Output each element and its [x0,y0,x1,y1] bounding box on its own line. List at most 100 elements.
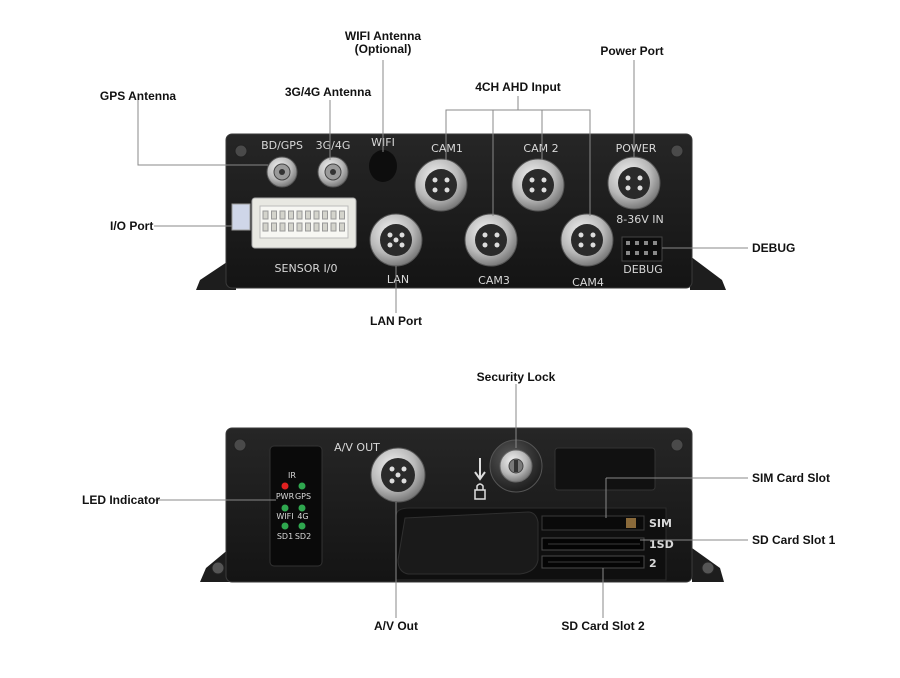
label-cam1: CAM1 [431,142,463,155]
label-4g: 4G [297,512,308,521]
io-pin [296,210,303,220]
callout-power-port: Power Port [600,44,663,58]
label-pwr: PWR [276,492,295,501]
io-pin [330,210,337,220]
led-wifi [281,504,289,512]
led-sd2 [298,522,306,530]
front-right-flange [690,256,726,290]
callout-ahd-input: 4CH AHD Input [475,80,561,94]
front-screw-tl [234,144,248,158]
label-sd2: SD2 [295,532,311,541]
io-pin [271,222,277,232]
label-gps: GPS [295,492,311,501]
debug-pin [635,241,639,245]
sim-cover [554,447,656,491]
front-panel: BD/GPS 3G/4G WIFI CAM1 CAM 2 POWER 8-36V… [100,29,795,328]
io-port-connector [231,197,357,249]
io-pin [322,210,328,220]
leader-gps-antenna [137,100,268,166]
label-sd1: SD1 [277,532,293,541]
av-out-connector [370,447,426,503]
io-pin [288,222,294,232]
sim-card-slot [541,515,645,531]
label-av-out: A/V OUT [334,441,380,454]
cam2-connector [511,158,565,212]
io-pin [279,210,286,220]
io-pin [279,222,286,232]
bd-gps-connector [266,156,298,188]
io-pin [262,222,269,232]
cam4-connector [560,213,614,267]
leader-ahd-bracket [445,109,591,124]
label-3g4g: 3G/4G [316,139,351,152]
callout-wifi-optional: (Optional) [355,42,412,56]
label-slot-2: 2 [649,557,657,570]
debug-pin [653,251,657,255]
callout-sd-card-slot-2: SD Card Slot 2 [561,619,645,633]
callout-debug: DEBUG [752,241,795,255]
io-pin [288,210,294,220]
callout-3g4g-antenna: 3G/4G Antenna [285,85,372,99]
front-screw-tr [670,144,684,158]
label-cam3: CAM3 [478,274,510,287]
io-pin [305,222,311,232]
led-4g [298,504,306,512]
back-screw-tl [233,438,247,452]
callout-sd-card-slot-1: SD Card Slot 1 [752,533,836,547]
back-flange-screw-right [701,561,715,575]
3g4g-connector [317,156,349,188]
lan-connector [369,213,423,267]
callout-sim-card-slot: SIM Card Slot [752,471,830,485]
label-power: POWER [616,142,657,155]
io-pin [262,210,269,220]
led-window [269,445,323,567]
io-pin [296,222,303,232]
io-pin [322,222,328,232]
label-cam2: CAM 2 [523,142,558,155]
io-pin [313,222,320,232]
label-voltage: 8-36V IN [616,213,663,226]
io-pin [330,222,337,232]
debug-pin [626,251,630,255]
label-cam4: CAM4 [572,276,604,289]
led-sd1 [281,522,289,530]
back-flange-screw-left [211,561,225,575]
wifi-plug [369,150,397,182]
sd-card-slot-2 [541,555,645,569]
rubber-flap [397,511,539,575]
callout-io-port: I/O Port [110,219,153,233]
power-connector [607,156,661,210]
callout-led-indicator: LED Indicator [82,493,160,507]
cam3-connector [464,213,518,267]
led-gps [298,482,306,490]
led-pwr [281,482,289,490]
callout-av-out: A/V Out [374,619,418,633]
cam1-connector [414,158,468,212]
debug-pin [644,241,648,245]
callout-lan-port: LAN Port [370,314,422,328]
label-bd-gps: BD/GPS [261,139,303,152]
label-1sd: 1SD [649,538,674,551]
lock-icon [474,458,486,500]
label-led-wifi: WIFI [276,512,293,521]
label-sim: SIM [649,517,672,530]
io-pin [305,210,311,220]
callout-security-lock: Security Lock [477,370,556,384]
label-ir: IR [288,471,296,480]
sd-card-slot-1 [541,537,645,551]
security-lock [489,439,543,493]
debug-pin [626,241,630,245]
debug-pin [635,251,639,255]
back-panel: IR PWR GPS WIFI 4G SD1 SD2 A/V OUT [82,370,836,633]
io-pin [339,222,345,232]
io-pin [271,210,277,220]
callout-wifi-antenna: WIFI Antenna [345,29,422,43]
back-screw-tr [670,438,684,452]
debug-header [621,236,663,262]
io-pin [339,210,345,220]
label-lan: LAN [387,273,409,286]
debug-pin [653,241,657,245]
debug-pin [644,251,648,255]
label-sensor-io: SENSOR I/0 [275,262,338,275]
